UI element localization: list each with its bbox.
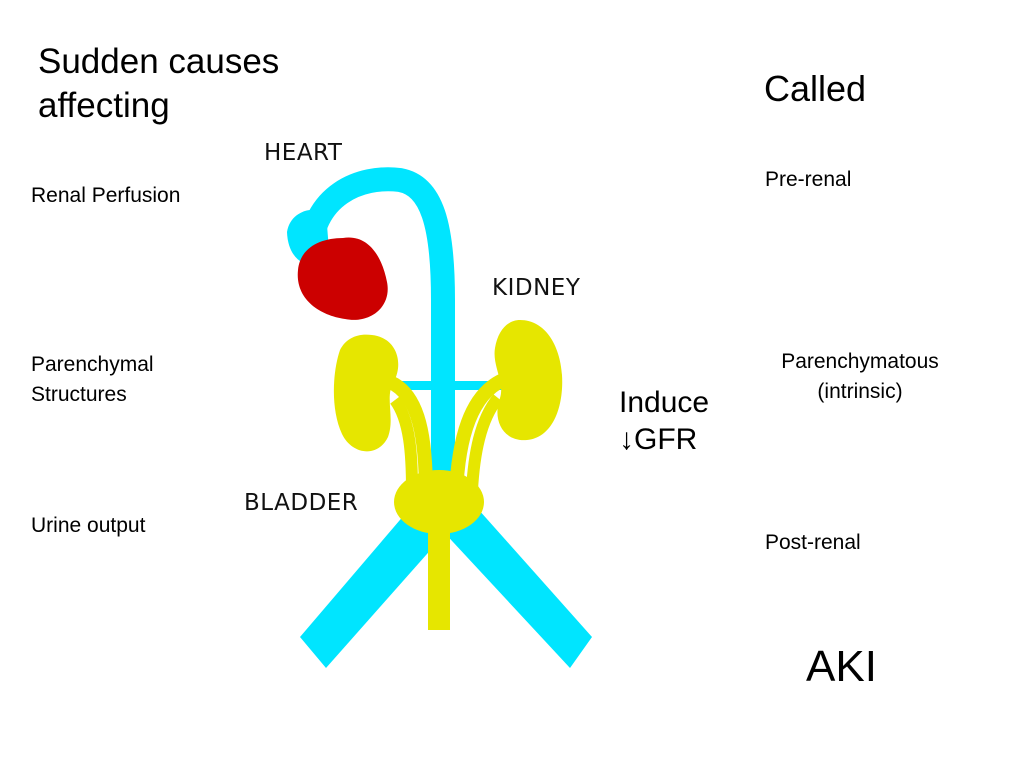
right-kidney bbox=[494, 320, 563, 441]
bladder-shape bbox=[394, 470, 484, 534]
page-title: Sudden causes affecting bbox=[38, 40, 279, 128]
induce-gfr-label: Induce ↓GFR bbox=[619, 384, 709, 458]
title-line-2: affecting bbox=[38, 86, 170, 125]
post-renal-label: Post-renal bbox=[765, 531, 861, 554]
heart-shape bbox=[297, 237, 388, 320]
induce-line-2: ↓GFR bbox=[619, 423, 698, 456]
kidney-label: KIDNEY bbox=[492, 275, 581, 301]
parenchymatous-line-2: (intrinsic) bbox=[817, 380, 903, 403]
parenchymal-line-1: Parenchymal bbox=[31, 353, 154, 376]
right-ureter-inner bbox=[466, 394, 503, 491]
title-line-1: Sudden causes bbox=[38, 42, 280, 81]
renal-artery bbox=[380, 381, 508, 390]
parenchymal-structures-label: Parenchymal Structures bbox=[31, 350, 154, 410]
aortic-arch bbox=[298, 167, 455, 520]
renal-perfusion-label: Renal Perfusion bbox=[31, 184, 181, 207]
aki-label: AKI bbox=[806, 642, 877, 691]
parenchymal-line-2: Structures bbox=[31, 383, 127, 406]
parenchymatous-label: Parenchymatous (intrinsic) bbox=[764, 347, 956, 407]
pre-renal-label: Pre-renal bbox=[765, 168, 852, 191]
bladder-label: BLADDER bbox=[244, 490, 359, 516]
parenchymatous-line-1: Parenchymatous bbox=[781, 350, 939, 373]
urine-output-label: Urine output bbox=[31, 514, 146, 537]
induce-line-1: Induce bbox=[619, 386, 710, 419]
heart-label: HEART bbox=[264, 140, 343, 166]
called-heading: Called bbox=[764, 68, 867, 109]
lower-right-vessel bbox=[440, 500, 592, 668]
lower-left-vessel bbox=[300, 500, 450, 668]
left-kidney bbox=[333, 334, 399, 452]
